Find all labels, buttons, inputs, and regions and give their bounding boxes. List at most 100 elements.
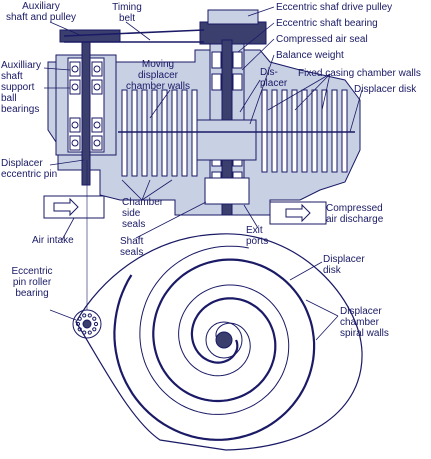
label-auxiliary-support-bearings: Auxilliary shaft support ball bearings [1, 60, 42, 115]
leader-line [237, 22, 275, 53]
leader-line [141, 179, 173, 201]
bearing-ball [93, 139, 101, 147]
label-compressed-air-seal: Compressed air seal [276, 34, 368, 45]
moving-chamber-wall [161, 89, 168, 177]
fixed-chamber-wall [271, 89, 278, 173]
central-shaft-bore [215, 331, 233, 349]
label-eccentric-shaft-bearing: Eccentric shaft bearing [276, 18, 378, 29]
bearing-ball [71, 65, 79, 73]
spiral-wall-inner [139, 245, 290, 415]
leader-line [305, 299, 339, 317]
label-displacer-eccentric-pin: Displacer eccentric pin [1, 158, 58, 180]
label-displacer-chamber-spiral-walls: Displacer chamber spiral walls [340, 306, 389, 339]
leader-line [249, 54, 275, 125]
shaft-bearing [211, 51, 222, 69]
eccentric-drive-pulley [199, 21, 267, 45]
moving-chamber-wall [181, 89, 188, 177]
leader-line [294, 73, 331, 111]
diagram-drawing [43, 6, 363, 451]
leader-line [241, 38, 275, 71]
bearing-ball [93, 65, 101, 73]
leader-line [267, 73, 331, 111]
moving-chamber-wall [121, 89, 128, 177]
drive-pulley-hub [207, 9, 259, 25]
leader-line [49, 309, 77, 321]
label-displacer-disk-bottom: Displacer disk [323, 254, 365, 276]
label-fixed-casing-walls: Fixed casing chamber walls [298, 68, 421, 79]
ball-bearing [69, 117, 81, 133]
leader-line [43, 67, 71, 71]
ball-bearing [91, 135, 103, 151]
label-eccentric-drive-pulley: Eccentric shaf drive pulley [276, 2, 393, 13]
leader-line [121, 179, 143, 201]
label-timing-belt: Timing belt [112, 2, 142, 24]
leader-line [247, 6, 275, 17]
timing-belt-upper [63, 29, 205, 37]
roller [87, 330, 92, 335]
moving-chamber-wall [171, 89, 178, 177]
displacer-disk-outline [75, 233, 363, 451]
spiral-wall-outer [113, 258, 316, 441]
fixed-chamber-wall [321, 89, 328, 173]
fixed-chamber-wall [341, 89, 348, 173]
ball-bearing [91, 61, 103, 77]
intake-arrow [53, 197, 79, 217]
discharge-port [269, 201, 327, 225]
roller [92, 316, 97, 321]
roller [87, 313, 92, 318]
leader-line [49, 159, 85, 166]
moving-chamber-wall [151, 89, 158, 177]
auxiliary-shaft [81, 34, 91, 186]
label-displacer-short: Dis- placer [260, 67, 288, 89]
leader-line [125, 21, 151, 41]
bearing-ball [71, 139, 79, 147]
roller [82, 330, 87, 335]
moving-chamber-wall [131, 89, 138, 177]
ball-bearing [69, 135, 81, 151]
fixed-chamber-wall [261, 89, 268, 173]
shaft-bearing [232, 73, 243, 91]
label-balance-weight: Balance weight [276, 50, 344, 61]
leader-line [141, 179, 151, 201]
discharge-arrow [285, 203, 311, 223]
leader-line [135, 201, 207, 239]
leader-line [289, 261, 323, 281]
bearing-ball [71, 83, 79, 91]
label-compressed-air-discharge: Compressed air discharge [326, 203, 384, 225]
lower-bearing-housing [204, 177, 250, 205]
leader-line [61, 217, 75, 241]
shaft-bearing [232, 51, 243, 69]
bearing-ball [93, 83, 101, 91]
label-moving-displacer-walls: Moving displacer chamber walls [126, 59, 190, 92]
leader-line [321, 73, 331, 111]
ball-bearing [91, 79, 103, 95]
bearing-ball [93, 121, 101, 129]
ball-bearing [69, 79, 81, 95]
label-air-intake: Air intake [32, 235, 74, 246]
roller [93, 321, 99, 327]
label-exit-ports: Exit ports [246, 225, 269, 247]
leader-line [315, 315, 339, 341]
fixed-chamber-wall [281, 89, 288, 173]
central-hub [205, 321, 243, 359]
roller [75, 321, 81, 327]
fixed-chamber-wall [311, 89, 318, 173]
roller [77, 327, 82, 332]
fixed-chamber-wall [291, 89, 298, 173]
label-eccentric-pin-roller-bearing: Eccentric pin roller bearing [11, 266, 53, 299]
leader-line [349, 89, 363, 133]
fixed-chamber-wall [331, 89, 338, 173]
shaft-bearing [211, 73, 222, 91]
ball-bearing [69, 61, 81, 77]
label-chamber-side-seals: Chamber side seals [122, 197, 164, 230]
ball-bearing [91, 117, 103, 133]
label-displacer-disk-top: Displacer disk [354, 84, 417, 95]
label-auxiliary-shaft-pulley: Auxiliary shaft and pulley [6, 1, 77, 23]
label-shaft-seals: Shaft seals [120, 236, 144, 258]
leader-line [149, 89, 171, 119]
moving-chamber-wall [191, 89, 198, 177]
roller [77, 316, 82, 321]
moving-chamber-wall [141, 89, 148, 177]
